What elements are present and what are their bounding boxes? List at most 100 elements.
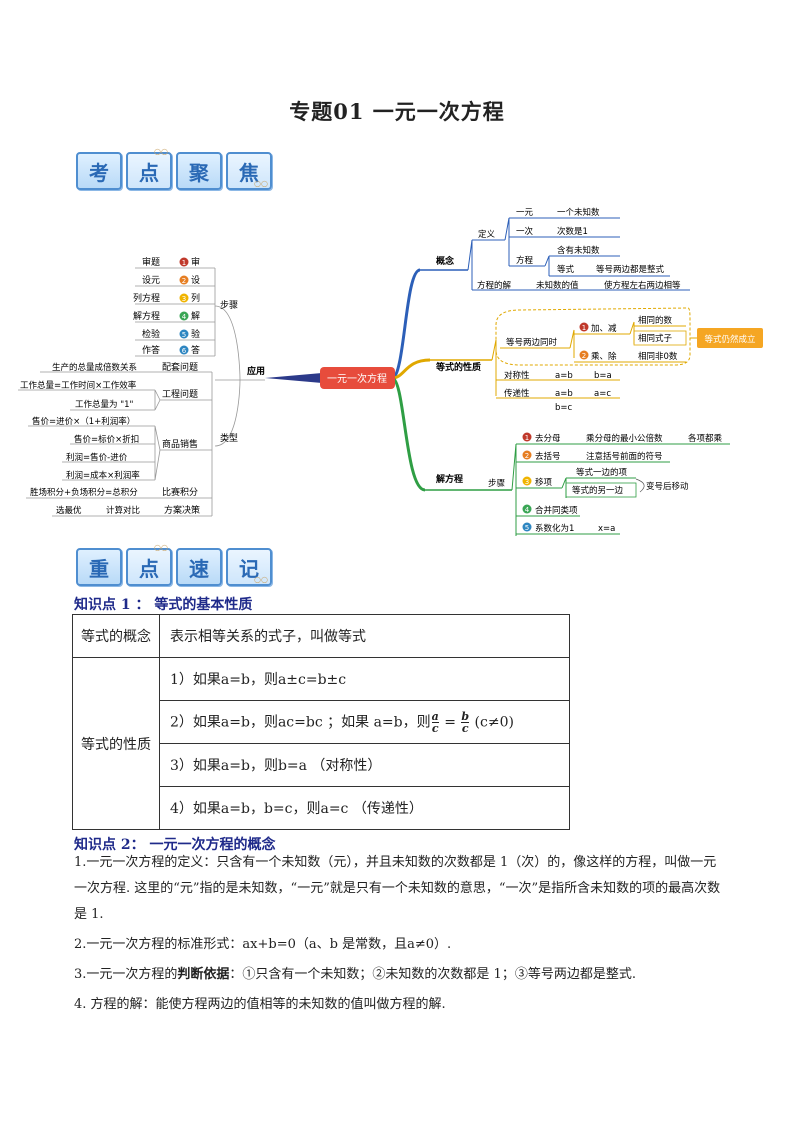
step-char: 列	[191, 292, 200, 304]
properties-table: 等式的概念 表示相等关系的式子，叫做等式 等式的性质 1）如果a=b，则a±c=…	[72, 614, 570, 830]
type-name: 比赛积分	[162, 486, 198, 498]
solve-step-3: 移项	[535, 477, 553, 488]
op-add-sub: 加、减	[591, 323, 617, 334]
solve-step-1: 去分母	[535, 433, 561, 444]
svg-text:2: 2	[182, 277, 186, 285]
transitivity-2: b=c	[555, 403, 573, 413]
type-item: 工作总量为 "1"	[75, 399, 134, 410]
banner-tile: 考	[76, 152, 122, 190]
svg-text:4: 4	[525, 506, 530, 514]
branch-concept: 概念	[436, 255, 454, 267]
solution-desc-2: 使方程左右两边相等	[604, 280, 681, 291]
table-row: 等式的概念 表示相等关系的式子，叫做等式	[72, 614, 570, 658]
property-rule-1: 1）如果a=b，则a±c=b±c	[159, 657, 570, 701]
type-item: 生产的总量成倍数关系	[52, 362, 137, 373]
step-char: 审	[191, 256, 200, 268]
banner-tile: ○○点	[126, 148, 172, 190]
both-sides-label: 等号两边同时	[506, 337, 558, 348]
step-label: 列方程	[133, 292, 160, 304]
dots-icon: ○○	[254, 575, 268, 584]
solve-step-5-desc: x=a	[598, 524, 615, 534]
symmetry-label: 对称性	[504, 370, 530, 381]
number-badge-icon	[179, 257, 189, 267]
kp2-para-1: 1.一元一次方程的定义：只含有一个未知数（元），并且未知数的次数都是 1（次）的…	[74, 855, 721, 922]
concept-branch: 概念 定义 一元 一个未知数 一次 次数是1 方程 含有未知数 等式 等号两边都…	[420, 207, 690, 291]
type-name: 工程问题	[162, 388, 198, 400]
branch-line-solve	[391, 376, 426, 492]
branch-apply: 应用	[247, 365, 265, 377]
svg-text:6: 6	[182, 347, 187, 355]
number-badge-icon	[522, 504, 532, 514]
op1-same-number: 相同的数	[638, 315, 673, 326]
number-badge-icon	[179, 311, 189, 321]
kp1-heading: 知识点 1 ： 等式的基本性质	[74, 597, 253, 613]
solve-step-4: 合并同类项	[535, 505, 578, 516]
table-row: 等式的性质 1）如果a=b，则a±c=b±c	[72, 657, 570, 830]
type-item: 利润=成本×利润率	[66, 470, 140, 481]
svg-text:1: 1	[182, 259, 186, 267]
svg-text:4: 4	[182, 313, 187, 321]
svg-text:5: 5	[182, 331, 186, 339]
term-yici-desc: 次数是1	[557, 226, 588, 237]
number-badge-icon	[522, 450, 532, 460]
branch-solve: 解方程	[436, 473, 463, 485]
banner-tile: 记○○	[226, 548, 272, 586]
type-item: 胜场积分+负场积分=总积分	[30, 487, 138, 498]
property-dashed-box	[495, 307, 691, 366]
op-mul-div: 乘、除	[591, 351, 617, 362]
transitivity-3: a=c	[594, 389, 611, 399]
solve-branch: 解方程 步骤 1 去分母 乘分母的最小公倍数 各项都乘 2 去括号 注意括号前面…	[425, 432, 730, 536]
transitivity-1: a=b	[555, 389, 573, 399]
op1-same-expr: 相同式子	[638, 333, 673, 344]
property-rule-3: 3）如果a=b，则b=a （对称性）	[159, 743, 570, 787]
types-label: 类型	[220, 432, 238, 444]
banner-tile: 聚	[176, 152, 222, 190]
def-label: 定义	[478, 229, 496, 240]
type-item: 售价=进价×（1+利润率）	[32, 416, 135, 427]
symmetry-2: b=a	[594, 371, 612, 381]
left-connector	[265, 373, 322, 383]
solve-steps-label: 步骤	[488, 479, 506, 489]
number-badge-icon	[522, 432, 532, 442]
result-node	[697, 328, 763, 348]
dots-icon: ○○	[154, 147, 168, 156]
solve-step-5: 系数化为1	[535, 523, 574, 534]
type-item: 选最优	[56, 505, 82, 516]
svg-text:2: 2	[525, 452, 529, 460]
step-label: 作答	[142, 344, 160, 356]
step-label: 审题	[142, 256, 160, 268]
concept-body: 表示相等关系的式子，叫做等式	[159, 614, 570, 658]
kp2-para-2: 2.一元一次方程的标准形式：ax+b=0（a、b 是常数，且a≠0）.	[74, 937, 452, 952]
solve-step-2-desc: 注意括号前面的符号	[586, 451, 663, 462]
page-title: 专题01 一元一次方程	[289, 99, 505, 124]
svg-text:2: 2	[582, 352, 586, 360]
solve-step-2: 去括号	[535, 451, 561, 462]
banner-tile: 焦○○	[226, 152, 272, 190]
dots-icon: ○○	[254, 179, 268, 188]
term-fangcheng: 方程	[516, 255, 534, 266]
number-badge-icon	[179, 329, 189, 339]
svg-text:5: 5	[525, 524, 529, 532]
arrow-icon	[635, 478, 645, 493]
number-badge-icon	[179, 345, 189, 355]
step-char: 设	[191, 275, 200, 286]
table-row: 4）如果a=b，b=c，则a=c （传递性）	[73, 786, 570, 830]
svg-text:1: 1	[582, 324, 586, 332]
number-badge-icon	[522, 476, 532, 486]
type-item: 售价=标价×折扣	[74, 434, 139, 445]
step-label: 设元	[142, 275, 160, 286]
number-badge-icon	[179, 275, 189, 285]
mind-map: 一元一次方程 应用 步骤 类型 审题 设元 列方程 解方程 检验 作答 1 2 …	[18, 207, 763, 536]
types-list: 配套问题 生产的总量成倍数关系 工程问题 工作总量=工作时间×工作效率 工作总量…	[18, 361, 212, 517]
term-yiyuan-desc: 一个未知数	[557, 207, 600, 218]
solution-desc-1: 未知数的值	[536, 280, 579, 291]
property-branch: 等式的性质 等号两边同时 1 加、减 相同的数 相同式子 2 乘、除 相同非0数…	[430, 307, 763, 413]
solve-step-1-note: 各项都乘	[688, 433, 723, 444]
number-badge-icon	[579, 350, 589, 360]
fangcheng-cond-2: 等式	[557, 264, 575, 275]
type-item: 利润=售价-进价	[66, 452, 128, 463]
steps-list: 审题 设元 列方程 解方程 检验 作答 1 2 3 4 5 6 审 设 列 解 …	[133, 256, 215, 357]
